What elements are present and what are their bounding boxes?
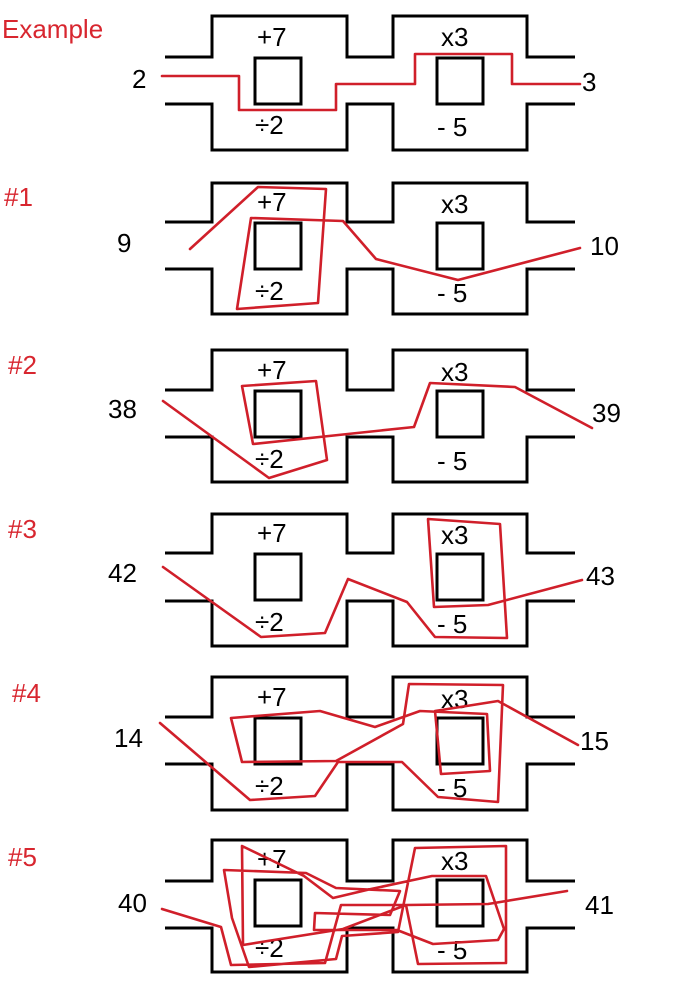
- output-number: 41: [585, 890, 614, 920]
- output-number: 43: [586, 561, 615, 591]
- answer-box-right[interactable]: [435, 389, 485, 439]
- puzzle-label: #2: [8, 350, 37, 380]
- solution-path: [160, 844, 569, 969]
- puzzle-label: #5: [8, 842, 37, 872]
- puzzle-example: Example +7 ÷2 x3 - 5 2 3: [2, 14, 596, 152]
- puzzle-label: #4: [12, 678, 41, 708]
- puzzle-1: #1 +7 ÷2 x3 - 5 9 10: [4, 181, 619, 316]
- op-subtract-5: - 5: [437, 935, 467, 965]
- input-number: 42: [108, 558, 137, 588]
- puzzle-3: #3 +7 ÷2 x3 - 5 42 43: [8, 512, 615, 648]
- op-subtract-5: - 5: [437, 446, 467, 476]
- op-add-7: +7: [257, 22, 287, 52]
- solution-path: [161, 379, 594, 480]
- answer-box-left[interactable]: [253, 878, 303, 928]
- answer-box-right[interactable]: [435, 716, 485, 766]
- op-subtract-5: - 5: [437, 112, 467, 142]
- input-number: 2: [132, 64, 146, 94]
- maze-outline: [165, 348, 575, 484]
- solution-path: [188, 185, 582, 311]
- maze-outline: [165, 181, 575, 316]
- answer-box-left[interactable]: [253, 552, 303, 602]
- maze-outline: [165, 838, 575, 974]
- puzzle-label: Example: [2, 14, 103, 44]
- answer-box-left[interactable]: [253, 716, 303, 766]
- op-multiply-3: x3: [441, 189, 468, 219]
- answer-box-left[interactable]: [253, 221, 303, 271]
- op-divide-2: ÷2: [255, 444, 284, 474]
- op-multiply-3: x3: [441, 846, 468, 876]
- input-number: 14: [114, 723, 143, 753]
- puzzle-4: #4 +7 ÷2 x3 - 5 14 15: [12, 675, 609, 812]
- op-multiply-3: x3: [441, 357, 468, 387]
- op-divide-2: ÷2: [255, 607, 284, 637]
- op-multiply-3: x3: [441, 22, 468, 52]
- puzzle-5: #5 +7 ÷2 x3 - 5 40 41: [8, 838, 614, 974]
- maze-outline: [165, 14, 575, 152]
- puzzle-2: #2 +7 ÷2 x3 - 5 38 39: [8, 348, 621, 484]
- maze-outline: [165, 512, 575, 648]
- op-divide-2: ÷2: [255, 276, 284, 306]
- op-add-7: +7: [257, 518, 287, 548]
- op-add-7: +7: [257, 355, 287, 385]
- answer-box-right[interactable]: [435, 221, 485, 271]
- output-number: 39: [592, 398, 621, 428]
- op-subtract-5: - 5: [437, 278, 467, 308]
- input-number: 40: [118, 888, 147, 918]
- output-number: 15: [580, 726, 609, 756]
- output-number: 3: [582, 67, 596, 97]
- answer-box-right[interactable]: [435, 56, 485, 106]
- op-subtract-5: - 5: [437, 609, 467, 639]
- answer-box-right[interactable]: [435, 552, 485, 602]
- op-divide-2: ÷2: [255, 771, 284, 801]
- answer-box-left[interactable]: [253, 389, 303, 439]
- op-multiply-3: x3: [441, 520, 468, 550]
- output-number: 10: [590, 231, 619, 261]
- solution-path: [160, 52, 582, 112]
- op-divide-2: ÷2: [255, 933, 284, 963]
- puzzle-label: #1: [4, 182, 33, 212]
- solution-path: [161, 517, 584, 640]
- input-number: 38: [108, 394, 137, 424]
- puzzle-label: #3: [8, 514, 37, 544]
- op-add-7: +7: [257, 682, 287, 712]
- input-number: 9: [117, 228, 131, 258]
- answer-box-left[interactable]: [253, 56, 303, 106]
- maze-outline: [165, 675, 575, 812]
- op-divide-2: ÷2: [255, 110, 284, 140]
- solution-path: [158, 682, 580, 804]
- op-add-7: +7: [257, 187, 287, 217]
